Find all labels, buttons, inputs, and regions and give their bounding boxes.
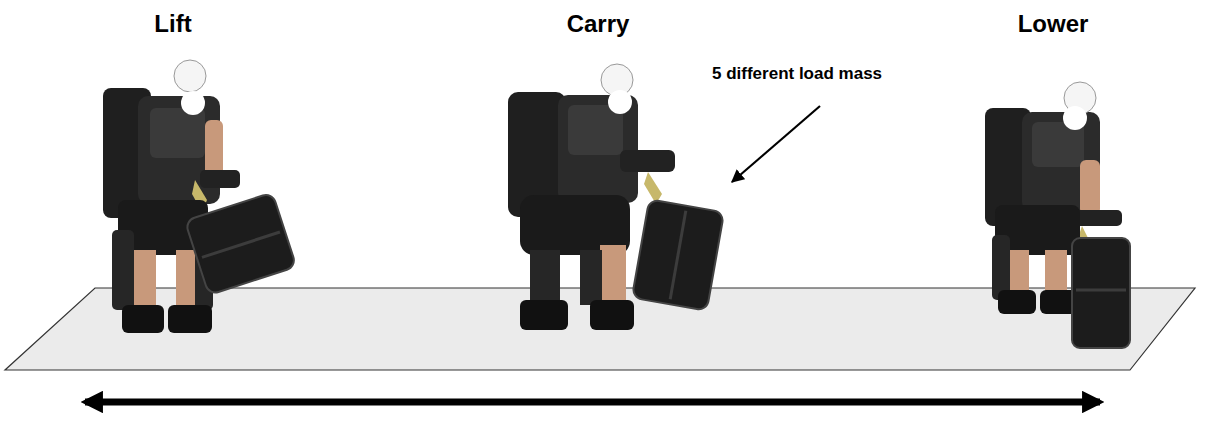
callout-leader: [732, 106, 820, 182]
lower-figure: [985, 82, 1130, 348]
callout-text: 5 different load mass: [712, 64, 882, 84]
carry-figure: [508, 64, 724, 330]
phase-title: Lift: [154, 10, 191, 38]
lift-figure: [103, 60, 296, 333]
phase-title: Lower: [1018, 10, 1089, 38]
walk-direction-arrow: [85, 399, 1100, 406]
phase-title: Carry: [567, 10, 630, 38]
